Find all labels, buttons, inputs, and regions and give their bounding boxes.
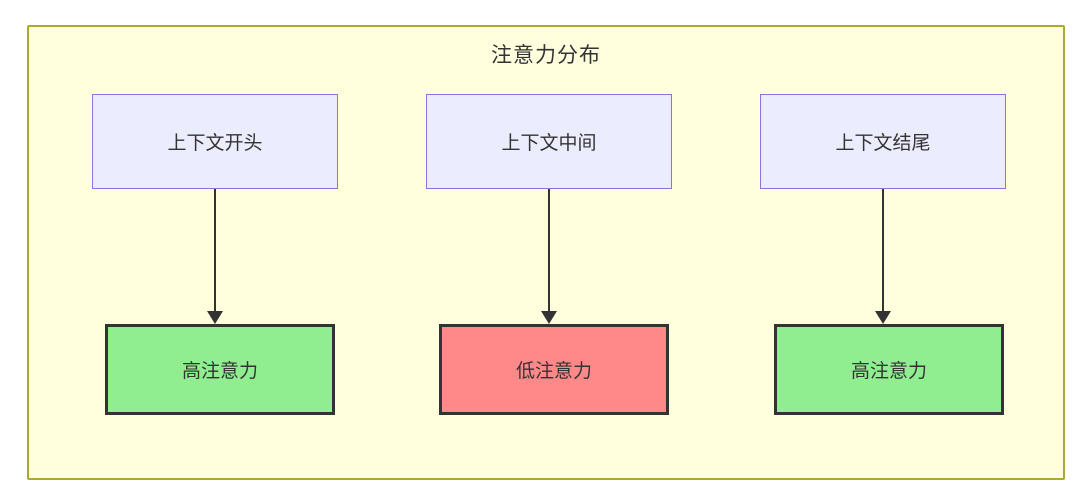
arrow-shaft xyxy=(882,189,884,312)
target-node-high-attention-2: 高注意力 xyxy=(774,324,1004,415)
source-node-context-end: 上下文结尾 xyxy=(760,94,1006,189)
source-node-context-start: 上下文开头 xyxy=(92,94,338,189)
source-node-label: 上下文开头 xyxy=(167,133,263,154)
source-node-label: 上下文中间 xyxy=(501,133,597,154)
arrow-down-1 xyxy=(207,189,223,324)
source-node-label: 上下文结尾 xyxy=(835,133,931,154)
target-node-label: 高注意力 xyxy=(850,361,927,382)
arrow-shaft xyxy=(214,189,216,312)
arrow-shaft xyxy=(548,189,550,312)
target-node-high-attention-1: 高注意力 xyxy=(105,324,335,415)
arrowhead-icon xyxy=(875,311,891,324)
arrow-down-3 xyxy=(875,189,891,324)
diagram-frame: 注意力分布 上下文开头 高注意力 上下文中间 低注意力 上下文结尾 xyxy=(27,25,1065,480)
arrowhead-icon xyxy=(541,311,557,324)
diagram-title: 注意力分布 xyxy=(491,44,601,67)
arrowhead-icon xyxy=(207,311,223,324)
target-node-label: 高注意力 xyxy=(181,361,258,382)
arrow-down-2 xyxy=(541,189,557,324)
source-node-context-middle: 上下文中间 xyxy=(426,94,672,189)
target-node-low-attention: 低注意力 xyxy=(439,324,669,415)
target-node-label: 低注意力 xyxy=(515,361,592,382)
